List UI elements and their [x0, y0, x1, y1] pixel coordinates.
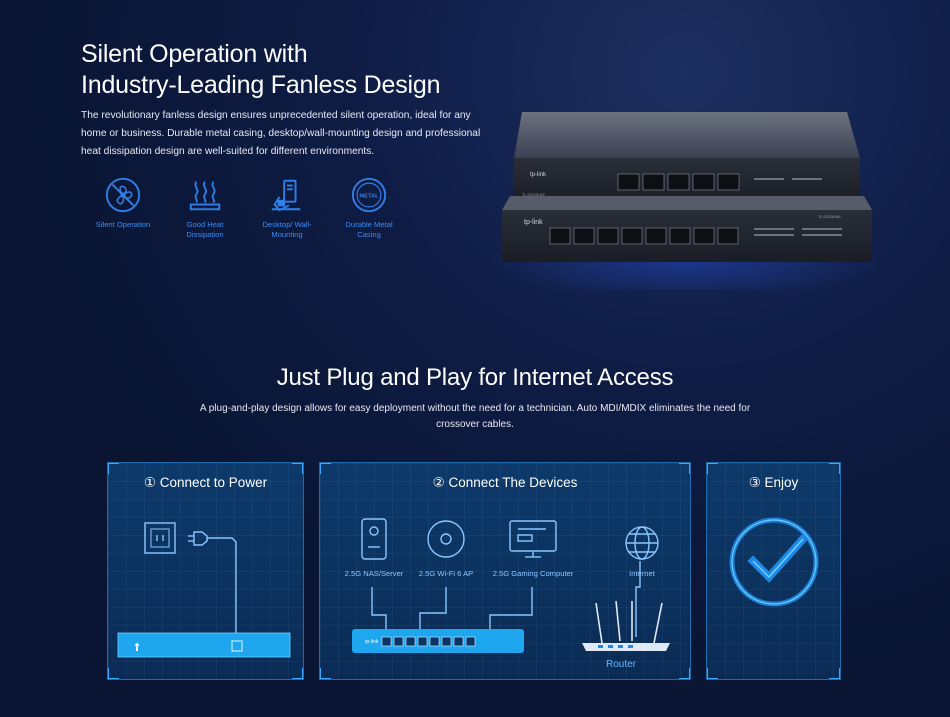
computer-icon [509, 520, 557, 558]
device-label: 2.5G NAS/Server [344, 569, 404, 578]
power-illustration [117, 522, 291, 658]
hero-description: The revolutionary fanless design ensures… [81, 110, 481, 157]
feature-label: Durable Metal Casing [345, 220, 393, 239]
devices-illustration: tp-link [352, 518, 670, 653]
device-label: 2.5G Gaming Computer [492, 569, 574, 578]
feature-heat: Good Heat Dissipation [164, 176, 246, 240]
product-image: tp-link TL-SG105-M2 tp-link TL-SG108-M2 [487, 100, 887, 300]
device-label: Internet [629, 569, 655, 578]
top-switch-brand: tp-link [530, 172, 547, 178]
feature-label: Desktop/ Wall-Mounting [262, 220, 312, 239]
heat-icon [189, 181, 221, 211]
step-enjoy: ③ Enjoy [706, 462, 841, 680]
hero-title-line-1: Silent Operation with [81, 40, 308, 68]
hero-title-line-2: Industry-Leading Fanless Design [81, 71, 441, 99]
access-point-icon [427, 520, 465, 558]
feature-label: Good Heat Dissipation [186, 220, 224, 239]
mounting-icon [271, 179, 301, 212]
feature-mounting: Desktop/ Wall-Mounting [246, 176, 328, 240]
feature-label: Silent Operation [95, 220, 151, 229]
step-connect-power: ① Connect to Power [107, 462, 304, 680]
step-title: ③ Enjoy [748, 475, 799, 490]
silent-icon [105, 177, 141, 213]
switch-illustration: tp-link TL-SG105-M2 tp-link TL-SG108-M2 [487, 112, 887, 300]
check-illustration [729, 517, 819, 607]
plug-play-title: Just Plug and Play for Internet Access [276, 364, 674, 391]
check-circle-icon [729, 517, 819, 607]
bottom-switch-brand: tp-link [524, 219, 543, 226]
nas-icon [361, 518, 387, 560]
top-switch-model: TL-SG105-M2 [522, 193, 545, 197]
globe-icon [625, 526, 659, 560]
feature-list: Silent Operation Good Heat Dissipation [82, 176, 410, 240]
device-label: 2.5G Wi-Fi 6 AP [418, 569, 474, 578]
feature-metal: METAL Durable Metal Casing [328, 176, 410, 240]
metal-icon: METAL [351, 177, 387, 213]
router-label: Router [606, 659, 637, 670]
outlet-icon [144, 522, 176, 554]
step-connect-devices: ② Connect The Devices [319, 462, 691, 680]
switch-device: tp-link [352, 629, 524, 653]
step-title: ② Connect The Devices [432, 475, 578, 490]
switch-brand: tp-link [365, 639, 379, 645]
bottom-switch-model: TL-SG108-M2 [818, 215, 841, 219]
router-icon [595, 600, 663, 644]
hero-title: Silent Operation with Industry-Leading F… [81, 39, 440, 101]
feature-silent: Silent Operation [82, 176, 164, 240]
plug-play-description: A plug-and-play design allows for easy d… [199, 403, 751, 430]
plug-icon [188, 531, 237, 641]
metal-badge-text: METAL [359, 193, 379, 199]
step-title: ① Connect to Power [143, 475, 268, 490]
